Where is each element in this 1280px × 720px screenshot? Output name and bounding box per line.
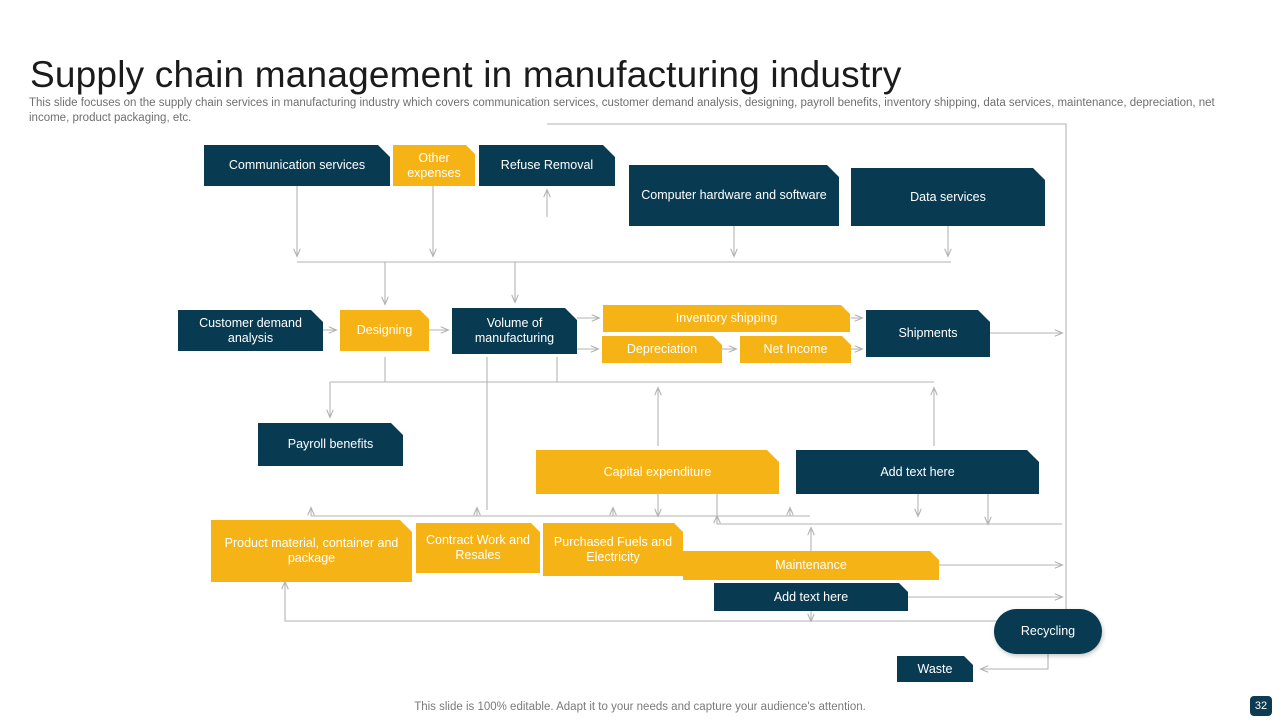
- node-label: Waste: [917, 661, 953, 676]
- page-number-badge: 32: [1250, 696, 1272, 716]
- node-data-services[interactable]: Data services: [851, 168, 1045, 226]
- node-refuse-removal[interactable]: Refuse Removal: [479, 145, 615, 186]
- node-label: Add text here: [880, 464, 955, 479]
- node-depreciation[interactable]: Depreciation: [602, 336, 722, 363]
- node-payroll-benefits[interactable]: Payroll benefits: [258, 423, 403, 466]
- node-waste[interactable]: Waste: [897, 656, 973, 682]
- node-label: Refuse Removal: [500, 158, 594, 172]
- node-label: Recycling: [1020, 624, 1076, 638]
- node-label: Designing: [356, 323, 413, 337]
- node-volume-of-manufacturing[interactable]: Volume of manufacturing: [452, 308, 577, 354]
- node-label: Capital expenditure: [603, 464, 712, 479]
- node-computer-hardware[interactable]: Computer hardware and software: [629, 165, 839, 226]
- node-contract-work[interactable]: Contract Work and Resales: [416, 523, 540, 573]
- node-label: Customer demand analysis: [199, 315, 302, 345]
- node-label: Purchased Fuels and Electricity: [553, 534, 673, 564]
- node-label: Depreciation: [626, 342, 698, 356]
- node-other-expenses[interactable]: Other expenses: [393, 145, 475, 186]
- flowchart-canvas: Communication services Other expenses Refu…: [0, 110, 1280, 685]
- node-label: Communication services: [228, 158, 366, 172]
- node-recycling[interactable]: Recycling: [994, 609, 1102, 654]
- node-label: Data services: [910, 189, 986, 204]
- node-label: Contract Work and Resales: [426, 533, 530, 562]
- node-purchased-fuels[interactable]: Purchased Fuels and Electricity: [543, 523, 683, 576]
- page-subtitle: This slide focuses on the supply chain s…: [29, 96, 1215, 124]
- page-title: Supply chain management in manufacturing…: [30, 53, 902, 95]
- node-label: Product material, container and package: [224, 536, 399, 565]
- node-product-material[interactable]: Product material, container and package: [211, 520, 412, 582]
- node-label: Add text here: [773, 589, 849, 604]
- node-label: Payroll benefits: [287, 437, 374, 451]
- node-label: Net Income: [763, 342, 828, 356]
- footer-note: This slide is 100% editable. Adapt it to…: [414, 701, 866, 713]
- node-communication-services[interactable]: Communication services: [204, 145, 390, 186]
- node-inventory-shipping[interactable]: Inventory shipping: [603, 305, 850, 332]
- node-add-text-here-bottom[interactable]: Add text here: [714, 583, 908, 611]
- node-label: Inventory shipping: [675, 311, 778, 325]
- node-shipments[interactable]: Shipments: [866, 310, 990, 357]
- node-label: Computer hardware and software: [641, 188, 827, 202]
- node-customer-demand[interactable]: Customer demand analysis: [178, 310, 323, 351]
- node-capital-expenditure[interactable]: Capital expenditure: [536, 450, 779, 494]
- node-label: Maintenance: [775, 558, 847, 572]
- node-net-income[interactable]: Net Income: [740, 336, 851, 363]
- node-designing[interactable]: Designing: [340, 310, 429, 351]
- node-label: Other expenses: [407, 150, 461, 180]
- node-maintenance[interactable]: Maintenance: [683, 551, 939, 580]
- node-label: Volume of manufacturing: [474, 316, 555, 345]
- node-label: Shipments: [898, 326, 958, 340]
- node-add-text-here-right[interactable]: Add text here: [796, 450, 1039, 494]
- connector-lines: [0, 123, 1067, 685]
